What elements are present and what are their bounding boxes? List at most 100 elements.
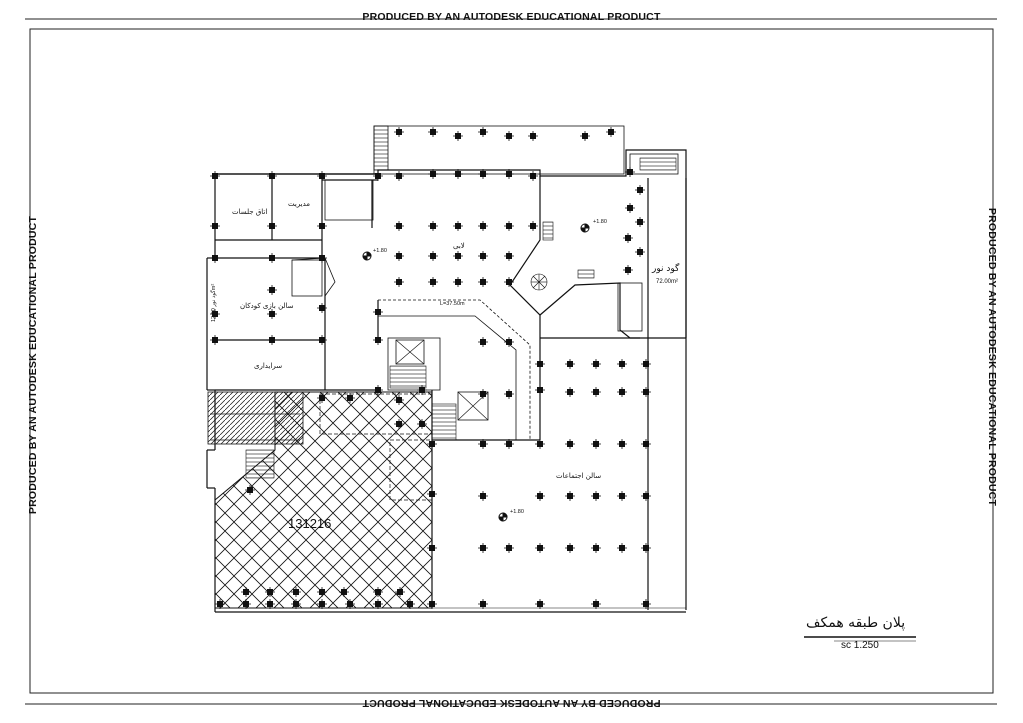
column-cross bbox=[373, 599, 383, 609]
column-cross bbox=[317, 253, 327, 263]
column-cross bbox=[580, 131, 590, 141]
column-cross bbox=[373, 385, 383, 395]
watermark-top: PRODUCED BY AN AUTODESK EDUCATIONAL PROD… bbox=[362, 11, 661, 23]
column-cross bbox=[641, 599, 651, 609]
column-cross bbox=[623, 265, 633, 275]
column-cross bbox=[625, 167, 635, 177]
column-cross bbox=[478, 543, 488, 553]
column-cross bbox=[428, 169, 438, 179]
column-cross bbox=[245, 485, 255, 495]
column-cross bbox=[617, 359, 627, 369]
column-cross bbox=[453, 277, 463, 287]
room-label-caretaker: سرایداری bbox=[254, 362, 283, 370]
column-cross bbox=[591, 599, 601, 609]
hatched-yard-area bbox=[214, 391, 433, 609]
column-cross bbox=[478, 251, 488, 261]
column-cross bbox=[427, 599, 437, 609]
column-cross bbox=[504, 131, 514, 141]
column-cross bbox=[504, 251, 514, 261]
watermark-bottom: PRODUCED BY AN AUTODESK EDUCATIONAL PROD… bbox=[362, 697, 661, 709]
column-cross bbox=[591, 543, 601, 553]
column-cross bbox=[591, 439, 601, 449]
column-cross bbox=[345, 599, 355, 609]
column-cross bbox=[478, 439, 488, 449]
watermark-left: PRODUCED BY AN AUTODESK EDUCATIONAL PROD… bbox=[27, 215, 39, 515]
column-cross bbox=[565, 543, 575, 553]
column-cross bbox=[267, 335, 277, 345]
column-cross bbox=[478, 491, 488, 501]
column-cross bbox=[267, 309, 277, 319]
column-cross bbox=[504, 389, 514, 399]
column-cross bbox=[641, 359, 651, 369]
level-markers bbox=[362, 223, 590, 522]
room-label-playroom: سالن بازی کودکان bbox=[240, 302, 294, 310]
level-label-2: +1.80 bbox=[593, 219, 607, 225]
lightwell-area: 72.00m² bbox=[656, 279, 679, 285]
room-label-meeting: اتاق جلسات bbox=[232, 208, 268, 216]
column-cross bbox=[317, 587, 327, 597]
column-cross bbox=[565, 359, 575, 369]
watermark-right: PRODUCED BY AN AUTODESK EDUCATIONAL PROD… bbox=[986, 207, 998, 507]
column-cross bbox=[591, 359, 601, 369]
column-cross bbox=[267, 221, 277, 231]
column-cross bbox=[617, 543, 627, 553]
column-cross bbox=[373, 335, 383, 345]
column-cross bbox=[317, 303, 327, 313]
column-cross bbox=[535, 599, 545, 609]
column-cross bbox=[504, 277, 514, 287]
column-cross bbox=[535, 491, 545, 501]
column-cross bbox=[625, 203, 635, 213]
column-cross bbox=[394, 419, 404, 429]
column-cross bbox=[428, 221, 438, 231]
column-cross bbox=[394, 221, 404, 231]
room-label-lightwell: گود نور bbox=[652, 264, 680, 274]
ramp-length-label: L=37.50m bbox=[440, 301, 465, 307]
column-cross bbox=[478, 127, 488, 137]
column-cross bbox=[478, 599, 488, 609]
column-cross bbox=[478, 169, 488, 179]
column-cross bbox=[635, 217, 645, 227]
column-cross bbox=[373, 587, 383, 597]
structural-columns bbox=[210, 127, 651, 609]
sheet-frame bbox=[25, 18, 997, 705]
column-cross bbox=[339, 587, 349, 597]
column-cross bbox=[623, 233, 633, 243]
column-cross bbox=[265, 599, 275, 609]
column-cross bbox=[617, 491, 627, 501]
room-label-management: مدیریت bbox=[288, 200, 311, 208]
column-cross bbox=[453, 251, 463, 261]
plan-title: پلان طبقه همکف bbox=[806, 615, 906, 631]
column-cross bbox=[345, 393, 355, 403]
column-cross bbox=[265, 587, 275, 597]
column-cross bbox=[427, 489, 437, 499]
column-cross bbox=[478, 337, 488, 347]
column-cross bbox=[591, 491, 601, 501]
column-cross bbox=[394, 127, 404, 137]
level-label-3: +1.80 bbox=[510, 509, 524, 515]
column-cross bbox=[394, 395, 404, 405]
column-cross bbox=[641, 387, 651, 397]
column-cross bbox=[241, 599, 251, 609]
spiral-stair bbox=[530, 273, 548, 291]
column-cross bbox=[215, 599, 225, 609]
column-cross bbox=[478, 277, 488, 287]
column-cross bbox=[317, 599, 327, 609]
column-cross bbox=[504, 169, 514, 179]
column-cross bbox=[427, 543, 437, 553]
column-cross bbox=[535, 385, 545, 395]
column-cross bbox=[417, 419, 427, 429]
column-cross bbox=[478, 389, 488, 399]
column-cross bbox=[427, 439, 437, 449]
column-cross bbox=[417, 385, 427, 395]
column-cross bbox=[504, 337, 514, 347]
column-cross bbox=[453, 169, 463, 179]
column-cross bbox=[504, 439, 514, 449]
column-cross bbox=[504, 543, 514, 553]
column-cross bbox=[210, 253, 220, 263]
room-label-assembly-hall: سالن اجتماعات bbox=[556, 472, 602, 480]
column-cross bbox=[504, 221, 514, 231]
hatched-area-number: 131216 bbox=[288, 516, 332, 531]
column-cross bbox=[241, 587, 251, 597]
